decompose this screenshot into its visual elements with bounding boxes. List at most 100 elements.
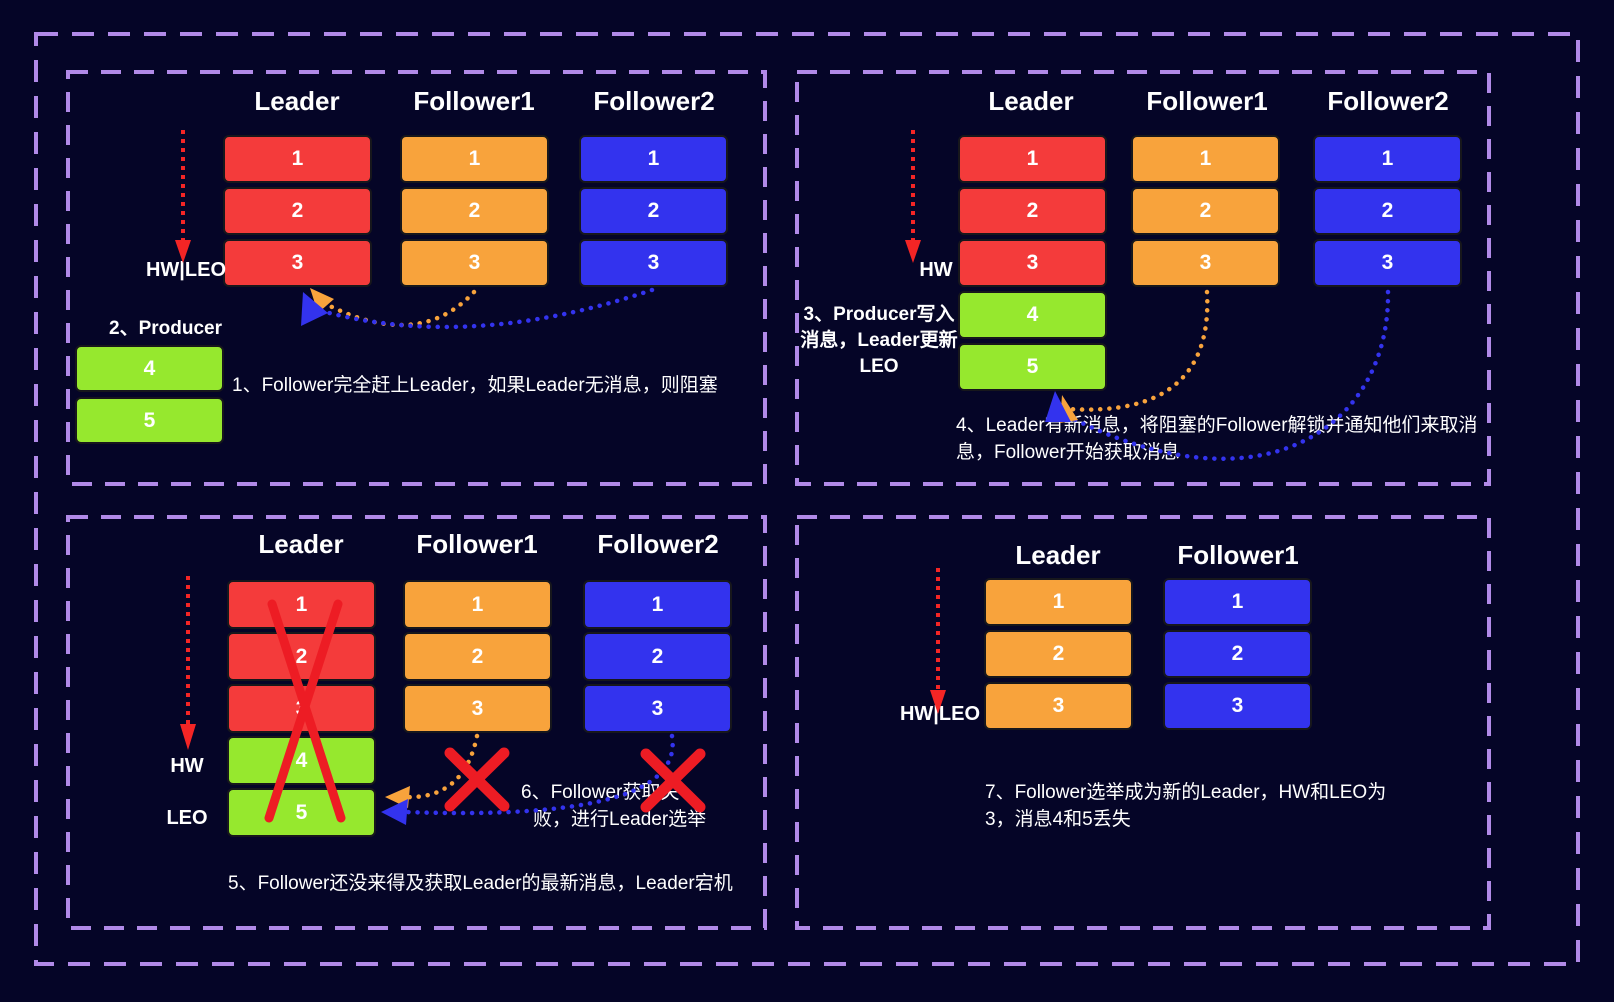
log-block: 2 [583,632,732,681]
log-block: 1 [1131,135,1280,183]
log-block: 3 [227,684,376,733]
step7-caption-line2: 3，消息4和5丢失 [985,809,1131,830]
log-block: 1 [223,135,372,183]
log-block: 1 [579,135,728,183]
log-block-label: 1 [295,592,308,616]
step1-caption: 1、Follower完全赶上Leader，如果Leader无消息，则阻塞 [232,375,718,396]
log-block-label: 1 [1381,147,1394,170]
fetch-arrowhead-orange-icon [385,786,410,808]
log-block-label: 3 [647,251,660,274]
step6-caption: 6、Follower获取失 败，进行Leader选举 [521,779,706,833]
log-block-label: 2 [1199,199,1212,222]
log-block: 3 [1131,239,1280,287]
log-block: 2 [227,632,376,681]
panel4-leader-header: Leader [1015,540,1101,570]
panel2-leader-header: Leader [988,86,1074,116]
log-block-label: 3 [1052,694,1065,717]
log-block-label: 3 [291,251,304,274]
leo-label: LEO [166,807,208,829]
log-block: 3 [223,239,372,287]
step3-note: 3、Producer写入 消息，Leader更新 LEO [799,302,959,380]
log-block: 1 [400,135,549,183]
step4-caption-line1: 4、Leader有新消息，将阻塞的Follower解锁并通知他们来取消 [956,415,1478,436]
log-block-label: 3 [468,251,481,274]
follower1-fetch-arrow [321,289,477,328]
producer-block-label: 4 [143,356,156,380]
producer-block: 4 [75,345,224,392]
log-block-label: 1 [471,592,484,616]
log-block-label: 2 [471,644,484,668]
log-block-new: 4 [958,291,1107,339]
log-block-label: 1 [468,147,481,170]
log-block-label: 1 [651,592,664,616]
panel2-follower1-header: Follower1 [1146,86,1268,116]
log-block-label: 3 [1231,694,1244,717]
panel2-follower2-header: Follower2 [1327,86,1449,116]
log-block-label: 4 [295,748,308,772]
log-block-label: 3 [1199,251,1212,274]
log-block: 1 [1313,135,1462,183]
log-block-label: 1 [1231,590,1244,613]
log-block-label: 5 [1026,355,1039,378]
follower1-fetch-arrow [401,733,480,800]
producer-block-label: 5 [143,408,156,432]
log-block-label: 1 [291,147,304,170]
panel4-follower1-header: Follower1 [1177,540,1299,570]
log-block-label: 3 [295,696,308,720]
log-block-label: 1 [1052,590,1065,613]
log-block-label: 2 [1026,199,1039,222]
log-block: 2 [403,632,552,681]
follower1-fail-x-icon [444,747,510,812]
step3-note-line1: 3、Producer写入 [803,304,955,325]
log-block-new: 5 [227,788,376,837]
log-block: 2 [1163,630,1312,678]
step5-caption: 5、Follower还没来得及获取Leader的最新消息，Leader宕机 [228,873,733,894]
producer-block: 5 [75,397,224,444]
step6-caption-line1: 6、Follower获取失 [521,782,680,803]
log-block: 1 [984,578,1133,626]
log-block: 2 [958,187,1107,235]
log-block-label: 2 [1052,642,1065,665]
log-block: 3 [1163,682,1312,730]
log-block: 1 [403,580,552,629]
log-block: 3 [403,684,552,733]
fetch-arrowhead-blue-icon [381,799,408,825]
log-block: 1 [583,580,732,629]
hw-pointer-arrowhead-icon [180,724,196,750]
log-block: 2 [223,187,372,235]
log-block-label: 1 [1199,147,1212,170]
panel3-follower2-header: Follower2 [597,529,719,559]
panel1-follower1-header: Follower1 [413,86,535,116]
log-block-label: 2 [468,199,481,222]
producer-label: 2、Producer [109,318,222,339]
log-block: 2 [984,630,1133,678]
log-block-label: 1 [1026,147,1039,170]
log-block-label: 1 [647,147,660,170]
log-block-label: 2 [651,644,664,668]
log-block: 3 [400,239,549,287]
step7-caption: 7、Follower选举成为新的Leader，HW和LEO为 3，消息4和5丢失 [985,779,1386,833]
log-block-new: 4 [227,736,376,785]
log-block: 3 [583,684,732,733]
log-block: 2 [400,187,549,235]
log-block: 3 [958,239,1107,287]
log-block-label: 2 [295,644,308,668]
log-block-label: 2 [1231,642,1244,665]
log-block: 1 [227,580,376,629]
log-block-label: 2 [647,199,660,222]
hw-label: HW [919,259,953,281]
hw-label: HW [170,755,204,777]
log-block-label: 2 [1381,199,1394,222]
step4-caption: 4、Leader有新消息，将阻塞的Follower解锁并通知他们来取消 息，Fo… [956,412,1478,466]
step3-note-line3: LEO [859,356,899,377]
log-block-new: 5 [958,343,1107,391]
log-block-label: 3 [471,696,484,720]
log-block-label: 2 [291,199,304,222]
log-block: 2 [1131,187,1280,235]
log-block-label: 5 [295,800,308,824]
fetch-arrowhead-orange-icon [310,288,334,313]
log-block: 2 [1313,187,1462,235]
step4-caption-line2: 息，Follower开始获取消息 [956,442,1180,463]
log-block: 3 [579,239,728,287]
